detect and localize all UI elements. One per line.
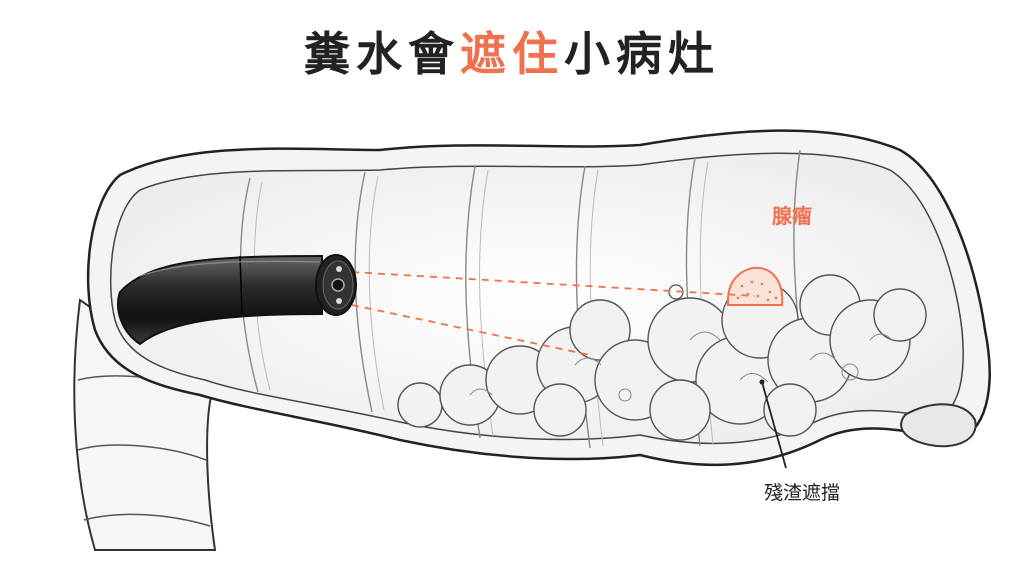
title-part-1: 糞水會 [304,27,460,81]
colon-descending-segment [73,298,217,551]
view-lines [351,271,756,356]
tumor-label: 腺瘤 [772,204,812,228]
page-title: 糞水會遮住小病灶 [0,18,1024,84]
title-highlight: 遮住 [460,27,564,81]
endoscope-icon [117,254,357,346]
debris-label: 殘渣遮擋 [764,482,841,504]
colon-cut-end [900,403,977,448]
title-part-2: 小病灶 [564,27,720,81]
debris-pointer [761,381,787,469]
